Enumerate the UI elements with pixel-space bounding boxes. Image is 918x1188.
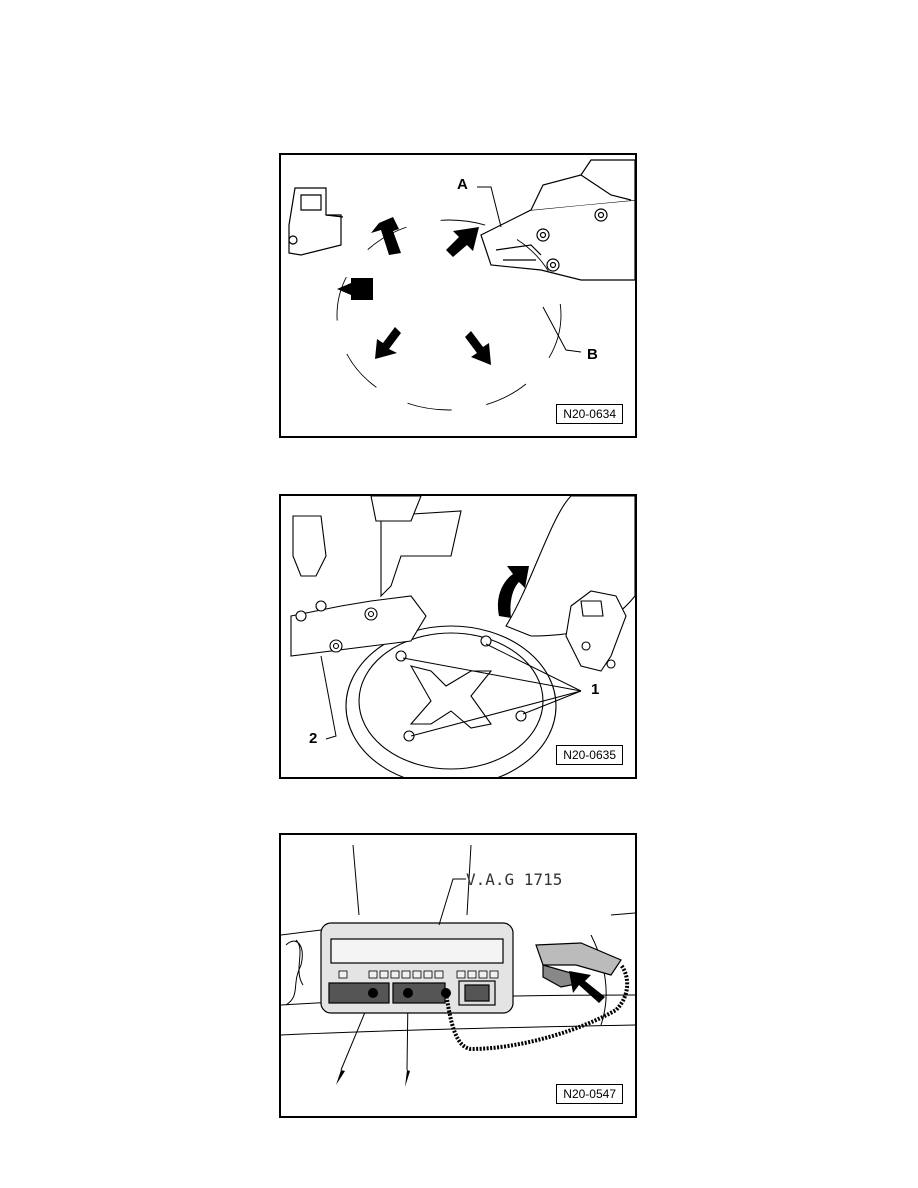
- figure-spare-wheel-well: 1 2 N20-0635: [279, 494, 637, 779]
- illustration-multimeter: [281, 844, 635, 1087]
- figure-code: N20-0635: [556, 745, 623, 765]
- figure-code: N20-0634: [556, 404, 623, 424]
- figure-code: N20-0547: [556, 1084, 623, 1104]
- callout-label-1: 1: [591, 681, 600, 698]
- callout-label-b: B: [587, 346, 598, 363]
- illustration-wheel-well: [290, 496, 635, 777]
- figure-rotate-direction: A B N20-0634: [279, 153, 637, 438]
- callout-label-a: A: [457, 176, 468, 193]
- illustration-rotation-arrows: [288, 159, 635, 411]
- tool-label: V.A.G 1715: [466, 870, 563, 889]
- callout-label-2: 2: [309, 730, 318, 747]
- figure-multimeter-test: V.A.G 1715 N20-0547: [279, 833, 637, 1118]
